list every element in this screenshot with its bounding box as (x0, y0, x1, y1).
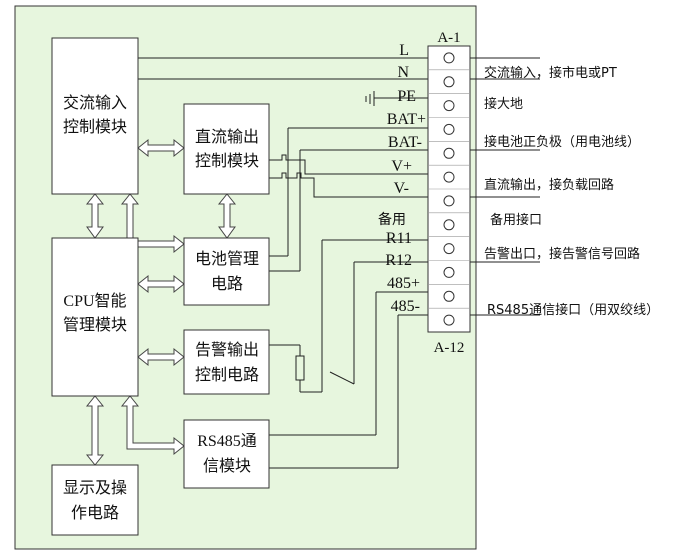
pin-label-V-minus: V- (394, 180, 409, 197)
dc-output-module-line2: 控制模块 (195, 151, 259, 170)
cpu-module-line1: CPU智能 (63, 292, 126, 310)
pin-label-BAT-minus: BAT- (388, 134, 422, 151)
pin-label-spare: 备用 (378, 211, 406, 228)
dc-output-module: 直流输出 控制模块 (183, 103, 270, 195)
pin-label-485-minus: 485- (391, 298, 420, 315)
terminal-screw-4 (443, 123, 455, 135)
terminal-screw-8 (443, 219, 455, 231)
pin-label-PE: PE (397, 88, 416, 105)
pin-labels: L N PE BAT+ BAT- V+ V- 备用 R11 R12 485+ 4… (378, 42, 426, 315)
pin-label-485-plus: 485+ (387, 275, 420, 292)
ac-input-module: 交流输入 控制模块 (51, 37, 139, 195)
terminal-screw-6 (443, 171, 455, 183)
cpu-module-line2: 管理模块 (63, 315, 127, 334)
external-labels: 交流输入，接市电或PT 接大地 接电池正负极（用电池线） 直流输出，接负载回路 … (484, 65, 659, 318)
pin-label-L: L (399, 42, 409, 59)
ac-input-module-line1: 交流输入 (63, 93, 127, 112)
terminal-top-label: A-1 (437, 30, 460, 46)
terminal-screw-1 (443, 52, 455, 64)
pin-label-R12: R12 (385, 252, 412, 269)
external-spare-label: 备用接口 (490, 212, 542, 228)
terminal-screw-5 (443, 147, 455, 159)
battery-module: 电池管理 电路 (183, 237, 270, 306)
terminal-bottom-label: A-12 (434, 340, 465, 356)
wiring (138, 57, 540, 469)
display-module: 显示及操 作电路 (51, 464, 139, 536)
external-ac-label: 交流输入，接市电或PT (484, 65, 617, 81)
terminal-screw-10 (443, 266, 455, 278)
pin-label-N: N (397, 64, 409, 81)
terminal-screw-2 (443, 76, 455, 88)
external-earth-label: 接大地 (484, 96, 523, 112)
external-rs485-label: RS485通信接口（用双绞线） (487, 302, 659, 318)
display-module-line2: 作电路 (71, 503, 119, 522)
battery-module-line2: 电路 (211, 274, 243, 293)
rs485-module: RS485通 信模块 (183, 419, 270, 489)
alarm-module: 告警输出 控制电路 (183, 329, 270, 395)
terminal-screw-7 (443, 195, 455, 207)
rs485-module-line2: 信模块 (203, 456, 251, 475)
alarm-module-line2: 控制电路 (195, 365, 259, 384)
alarm-module-line1: 告警输出 (195, 340, 259, 359)
terminal-screw-9 (443, 243, 455, 255)
terminal-screw-12 (443, 314, 455, 326)
terminal-screw-11 (443, 290, 455, 302)
ac-input-module-line2: 控制模块 (63, 117, 127, 136)
pin-label-V-plus: V+ (391, 158, 412, 175)
display-module-line1: 显示及操 (63, 478, 127, 497)
rs485-module-line1: RS485通 (197, 432, 257, 450)
external-battery-label: 接电池正负极（用电池线） (484, 134, 640, 150)
dc-output-module-line1: 直流输出 (195, 127, 259, 146)
terminal-block: A-1 A-12 (427, 30, 471, 356)
pin-label-R11: R11 (386, 230, 412, 247)
cpu-module: CPU智能 管理模块 (51, 237, 139, 397)
terminal-screw-3 (443, 100, 455, 112)
external-alarm-label: 告警出口，接告警信号回路 (484, 246, 640, 262)
external-dc-label: 直流输出，接负载回路 (484, 177, 614, 193)
battery-module-line1: 电池管理 (195, 249, 259, 268)
pin-label-BAT-plus: BAT+ (387, 111, 426, 128)
